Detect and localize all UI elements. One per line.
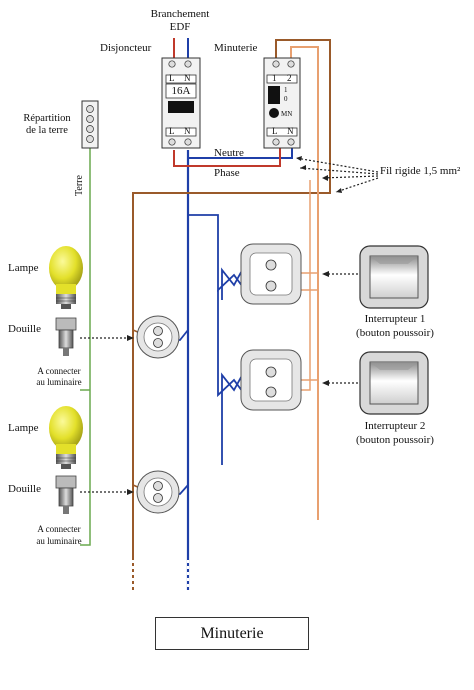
douille-socket-2 <box>136 470 180 514</box>
phase-wire <box>173 148 281 167</box>
disjoncteur-rating: 16A <box>171 85 191 97</box>
interrupteur-1-box <box>240 243 302 305</box>
minuterie-mark-0: 0 <box>284 95 288 103</box>
a-connecter-1-line2: au luminaire <box>36 377 82 387</box>
a-connecter-2-line2: au luminaire <box>36 536 82 546</box>
minuterie-bottom-l: L <box>272 126 278 136</box>
neutre-to-minuterie <box>188 148 293 159</box>
minuterie-bottom-n: N <box>287 126 294 136</box>
repartition-label-1: Répartition <box>23 113 71 124</box>
douille-1-label: Douille <box>8 323 41 335</box>
fil-rigide-arrow-1 <box>295 157 379 173</box>
branchement-label: Branchement <box>150 8 210 20</box>
douille-2-holder <box>55 475 77 514</box>
repartition-label-2: de la terre <box>26 125 68 136</box>
interrupteur-2-label-2: (bouton poussoir) <box>356 434 434 446</box>
lampe-1-label: Lampe <box>8 262 39 274</box>
minuterie-module <box>263 57 301 149</box>
interrupteur-1-label-1: Interrupteur 1 <box>364 313 426 325</box>
diagram-caption: Minuterie <box>155 617 309 650</box>
brown-wire-outer <box>132 39 331 590</box>
lampe-2-label: Lampe <box>8 422 39 434</box>
disjoncteur-label: Disjoncteur <box>100 42 152 54</box>
terre-label: Terre <box>74 175 85 196</box>
a-connecter-1-line1: A connecter <box>37 366 81 376</box>
interrupteur-2-picture <box>359 351 429 415</box>
a-connecter-2-line1: A connecter <box>37 524 81 534</box>
interrupteur-2-box <box>240 349 302 411</box>
fil-rigide-label: Fil rigide 1,5 mm² <box>380 165 461 177</box>
disjoncteur-bottom-n: N <box>184 126 191 136</box>
neutre-label: Neutre <box>214 147 244 159</box>
interrupteur-1-label-2: (bouton poussoir) <box>356 327 434 339</box>
disjoncteur-top-l: L <box>169 73 175 83</box>
interrupteur-2-label-1: Interrupteur 2 <box>364 420 426 432</box>
terre-repartiteur <box>81 100 99 149</box>
minuterie-label: Minuterie <box>214 42 258 54</box>
douille-2-label: Douille <box>8 483 41 495</box>
disjoncteur-top-n: N <box>184 73 191 83</box>
lampe-2-bulb <box>49 406 83 469</box>
phase-label: Phase <box>214 167 240 179</box>
disjoncteur-module <box>161 57 201 149</box>
minuterie-mark-1: 1 <box>284 86 288 94</box>
fil-rigide-arrow-2 <box>299 167 379 175</box>
minuterie-top-1: 1 <box>272 73 277 83</box>
minuterie-top-2: 2 <box>287 73 292 83</box>
disjoncteur-bottom-l: L <box>169 126 175 136</box>
fil-rigide-arrow-3 <box>321 175 379 179</box>
interrupteur-1-picture <box>359 245 429 309</box>
orange-wire-1 <box>290 46 319 520</box>
terre-wire <box>80 148 91 546</box>
minuterie-mn: MN <box>281 110 293 118</box>
lampe-1-bulb <box>49 246 83 309</box>
fil-rigide-arrow-4 <box>335 177 379 193</box>
douille-socket-1 <box>136 315 180 359</box>
douille-1-holder <box>55 317 77 356</box>
edf-label: EDF <box>169 21 191 33</box>
